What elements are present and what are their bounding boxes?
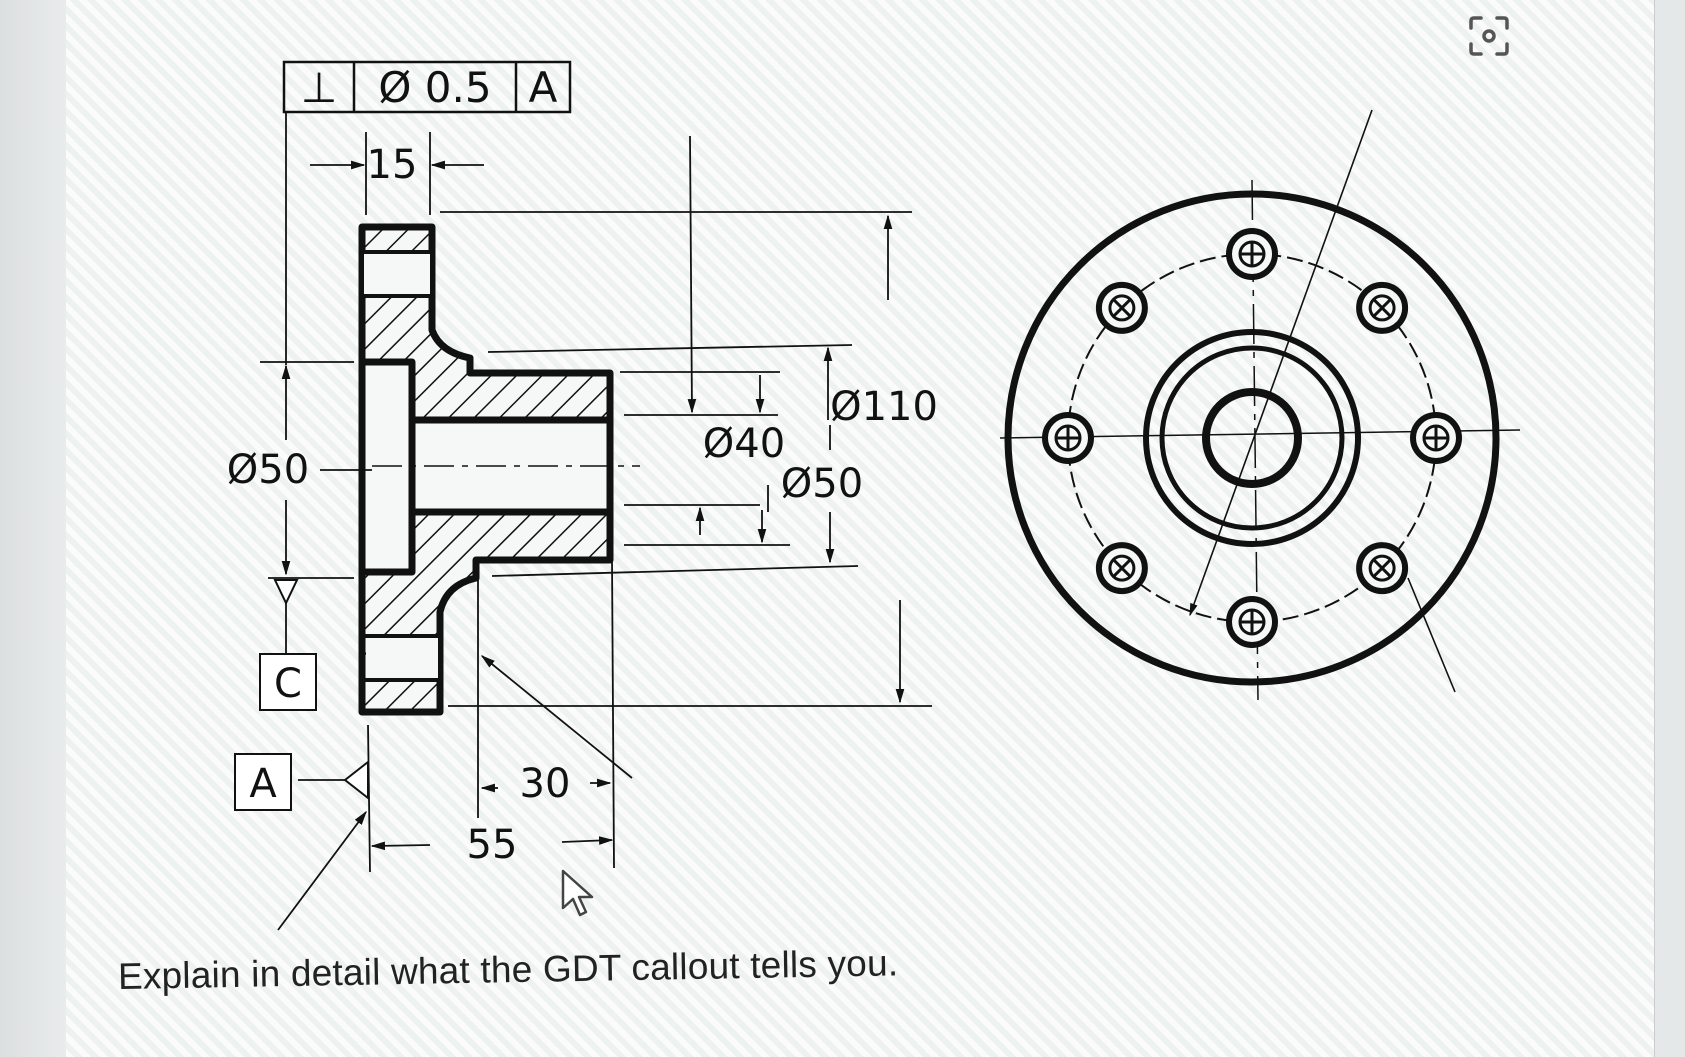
svg-text:A: A — [249, 761, 277, 807]
bolt-hole — [1226, 596, 1278, 648]
bolt-holes — [1042, 228, 1462, 648]
dim-flange-thickness: 15 — [367, 142, 418, 188]
bolt-hole — [1356, 281, 1409, 334]
bolt-hole — [1226, 228, 1278, 280]
fcf-tolerance: Ø 0.5 — [378, 63, 491, 112]
screenshot-scan-button[interactable] — [1463, 10, 1515, 62]
dimension-lines — [260, 132, 932, 931]
feature-control-frame: ⊥ Ø 0.5 A — [282, 60, 572, 365]
dim-flange-diameter: Ø110 — [830, 384, 938, 430]
perpendicularity-symbol: ⊥ — [301, 63, 338, 112]
dim-bore-diameter: Ø40 — [703, 421, 785, 467]
fcf-datum-reference: A — [529, 63, 558, 112]
bolt-hole — [1095, 281, 1148, 334]
datum-c-label: C — [259, 653, 317, 711]
bolt-hole — [1410, 412, 1462, 464]
bolt-hole — [1356, 542, 1409, 595]
screenshot-scan-icon — [1469, 16, 1509, 56]
svg-text:C: C — [274, 661, 302, 707]
dim-hub-length: 30 — [520, 761, 571, 807]
right-margin — [1654, 0, 1685, 1057]
dim-hub-diameter: Ø50 — [781, 461, 863, 507]
datum-a-label: A — [234, 753, 292, 811]
bolt-hole — [1042, 412, 1094, 464]
mouse-pointer-icon — [561, 869, 594, 917]
dim-overall-length: 55 — [467, 822, 518, 868]
dim-counterbore-diameter: Ø50 — [227, 447, 309, 493]
section-view — [358, 223, 640, 716]
question-panel — [66, 0, 1655, 1057]
bolt-hole — [1095, 542, 1148, 595]
